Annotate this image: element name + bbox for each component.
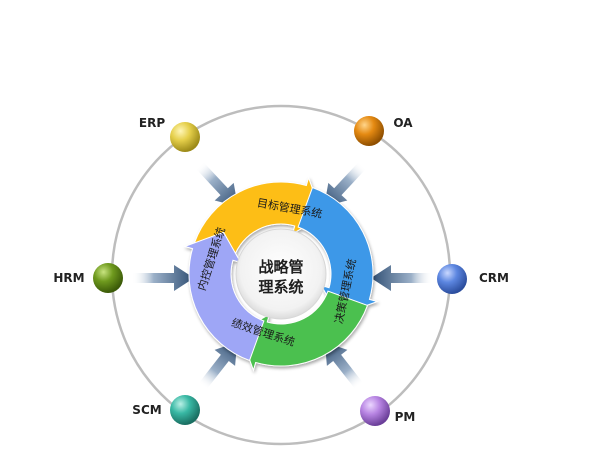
node-label-scm: SCM <box>132 403 161 417</box>
connector-arrows <box>132 161 433 390</box>
node-erp: ERP <box>139 116 200 152</box>
node-label-hrm: HRM <box>53 271 84 285</box>
node-hrm: HRM <box>53 263 123 293</box>
center-title-line1: 战略管 <box>258 258 303 276</box>
node-oa: OA <box>354 116 413 146</box>
node-label-oa: OA <box>393 116 413 130</box>
node-scm: SCM <box>132 395 200 425</box>
scm-ball-icon <box>170 395 200 425</box>
oa-ball-icon <box>354 116 384 146</box>
node-label-pm: PM <box>395 410 416 424</box>
arrow-pm <box>324 342 364 390</box>
arrow-crm <box>371 265 433 291</box>
node-label-erp: ERP <box>139 116 165 130</box>
pm-ball-icon <box>360 396 390 426</box>
hrm-ball-icon <box>93 263 123 293</box>
arrow-scm <box>198 342 238 390</box>
node-crm: CRM <box>437 264 509 294</box>
erp-ball-icon <box>170 122 200 152</box>
cycle-segment-perf <box>238 290 369 372</box>
center-disc <box>235 228 327 320</box>
crm-ball-icon <box>437 264 467 294</box>
node-label-crm: CRM <box>479 271 509 285</box>
cycle-segment-control <box>183 231 265 362</box>
node-pm: PM <box>360 396 415 426</box>
arrow-erp <box>195 161 238 207</box>
cycle-ring <box>183 176 379 372</box>
cycle-segment-decision <box>297 186 379 317</box>
arrow-oa <box>324 161 367 207</box>
center-title-line2: 理系统 <box>258 278 303 296</box>
arrow-hrm <box>132 265 194 291</box>
